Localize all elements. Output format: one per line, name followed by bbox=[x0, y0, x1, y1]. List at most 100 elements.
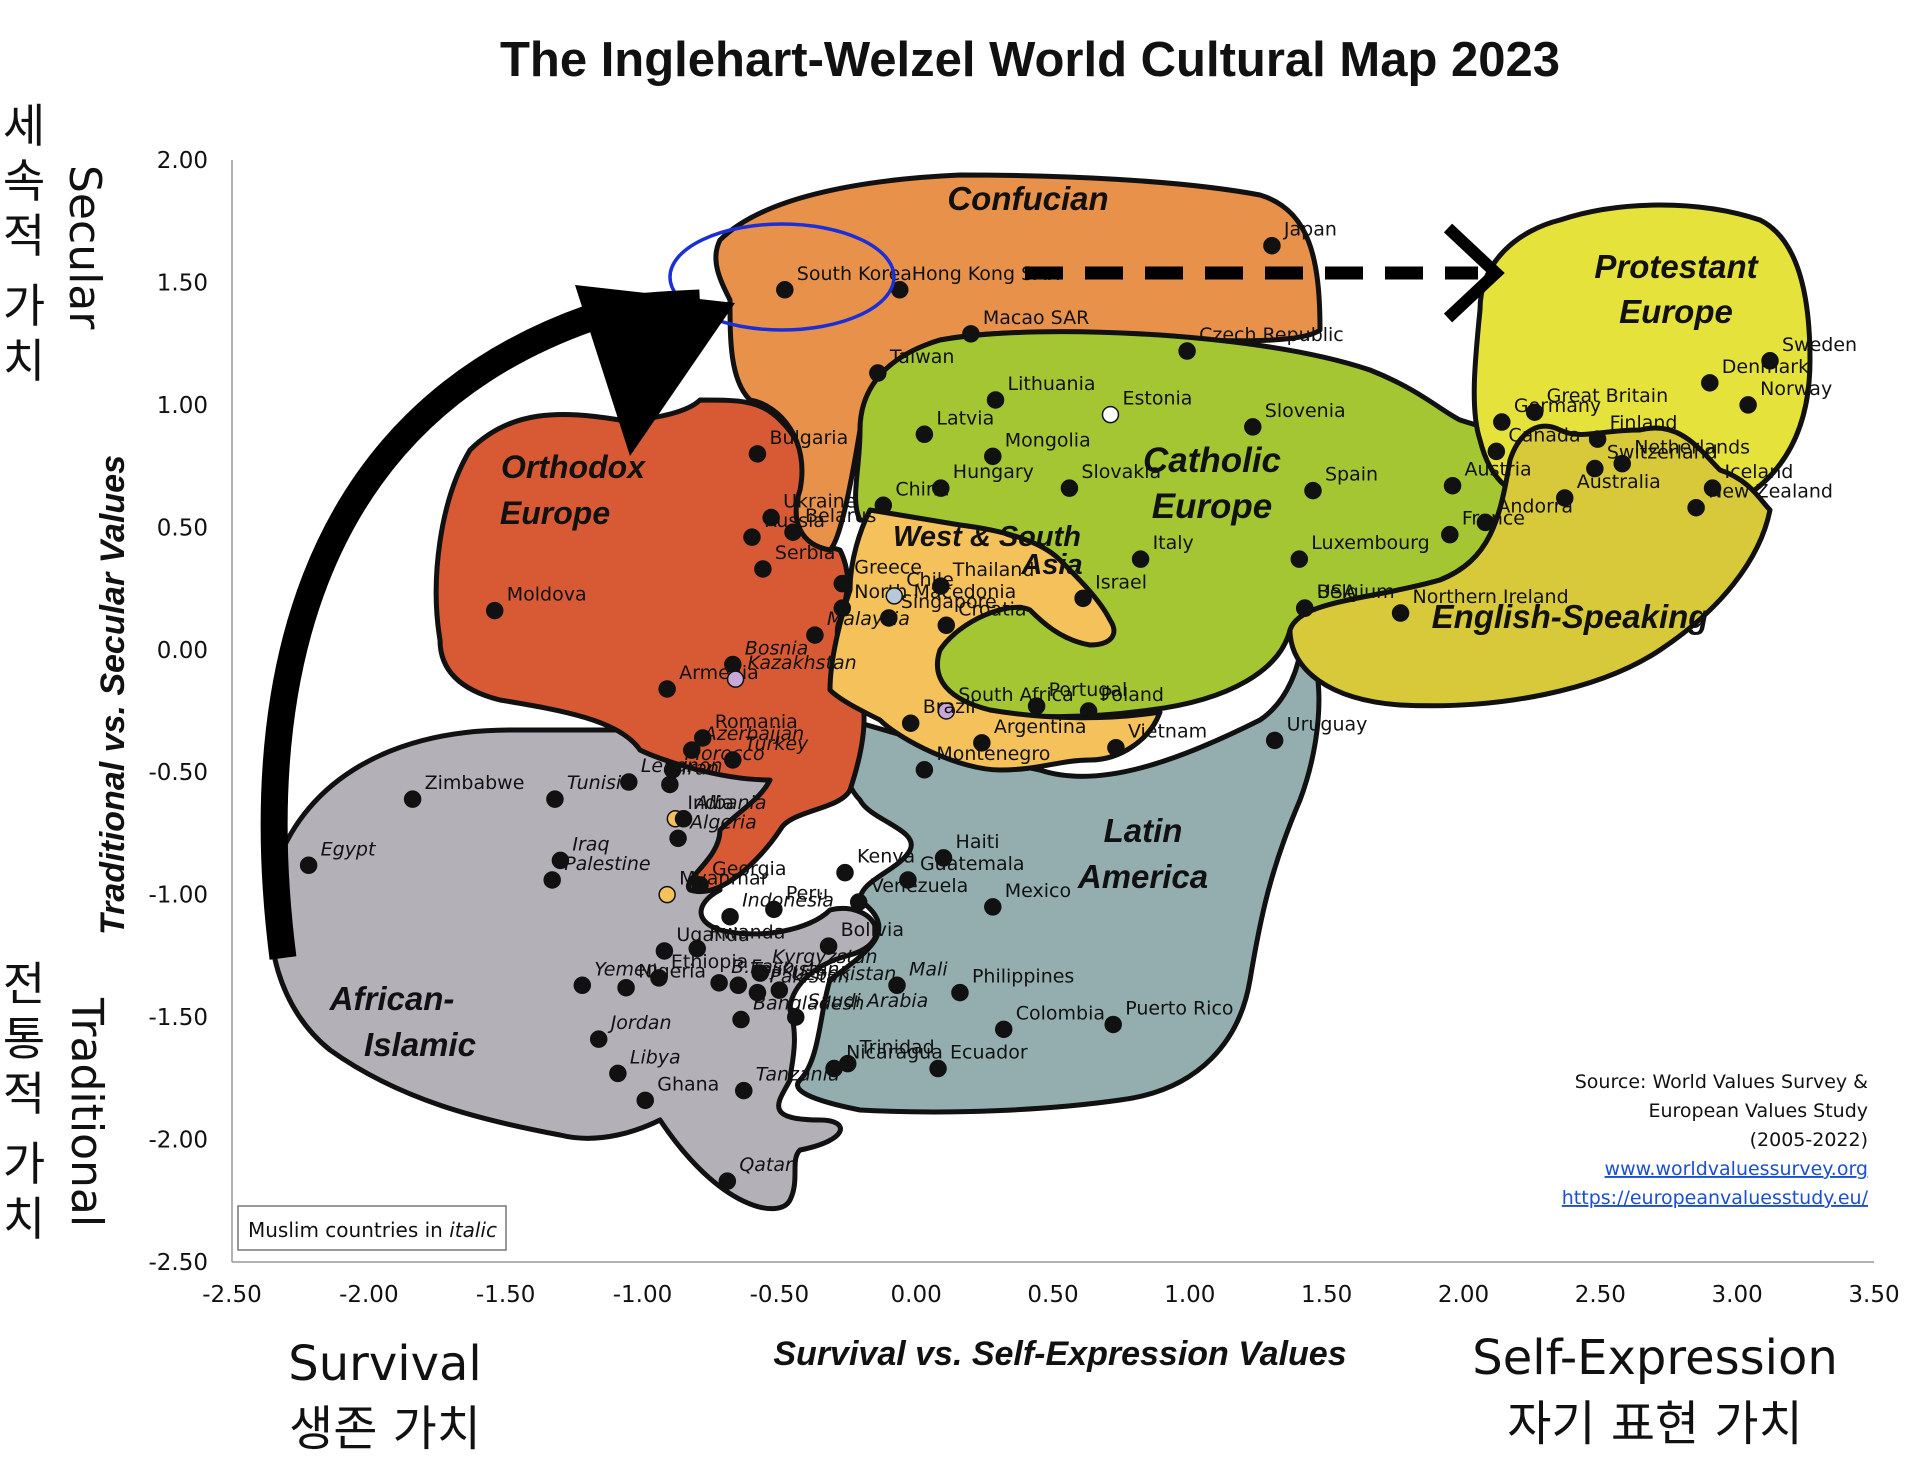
region-title-wsa-2: Asia bbox=[1020, 549, 1082, 581]
label-thailand: Thailand bbox=[952, 559, 1035, 581]
label-tajikistan: Tajikistan bbox=[750, 958, 839, 980]
label-kazakhstan: Kazakhstan bbox=[748, 652, 857, 674]
x-tick-label: -2.00 bbox=[339, 1282, 399, 1308]
evs-link[interactable]: https://europeanvaluesstudy.eu/ bbox=[1562, 1187, 1869, 1209]
x-tick-label: 0.50 bbox=[1027, 1282, 1078, 1308]
self-expression-label: Self-Expression bbox=[1472, 1330, 1837, 1386]
point-b-faso bbox=[710, 974, 728, 992]
point-pakistan bbox=[748, 983, 767, 1002]
label-indonesia: Indonesia bbox=[742, 890, 834, 912]
point-colombia bbox=[994, 1020, 1013, 1039]
label-bosnia: Bosnia bbox=[745, 637, 809, 659]
traditional-label: Traditional bbox=[61, 997, 112, 1227]
point-iraq bbox=[551, 851, 570, 870]
traditional-ko-4: 가 bbox=[3, 1137, 45, 1191]
point-north-macedonia bbox=[833, 599, 852, 617]
label-zimbabwe: Zimbabwe bbox=[425, 772, 525, 794]
region-title-latin-2: America bbox=[1077, 858, 1208, 895]
label-haiti: Haiti bbox=[956, 831, 1000, 853]
label-iceland: Iceland bbox=[1725, 461, 1794, 483]
point-sweden bbox=[1761, 352, 1779, 370]
point-finland bbox=[1588, 430, 1607, 448]
point-germany bbox=[1493, 413, 1511, 431]
y-tick-label: 0.50 bbox=[157, 515, 208, 541]
point-greece bbox=[833, 574, 852, 593]
label-malaysia: Malaysia bbox=[827, 608, 910, 630]
secular-ko-3: 적 bbox=[3, 209, 45, 263]
point-nicaragua bbox=[825, 1059, 843, 1078]
y-tick-label: -1.50 bbox=[148, 1005, 208, 1031]
region-title-african: African- bbox=[329, 980, 455, 1017]
label-portugal: Portugal bbox=[1049, 679, 1128, 701]
point-guatemala bbox=[899, 871, 917, 889]
point-norway bbox=[1739, 396, 1757, 414]
point-georgia bbox=[691, 876, 709, 894]
point-vietnam bbox=[1107, 738, 1125, 757]
label-hungary: Hungary bbox=[953, 461, 1034, 483]
y-tick-label: -2.00 bbox=[148, 1128, 208, 1154]
region-title-wsa: West & South bbox=[893, 521, 1081, 553]
point-ukraine bbox=[762, 508, 780, 527]
x-tick-label: -2.50 bbox=[202, 1282, 262, 1308]
source-line-1: Source: World Values Survey & bbox=[1575, 1071, 1868, 1093]
point-jordan bbox=[589, 1030, 608, 1048]
x-axis-title: Survival vs. Self-Expression Values bbox=[773, 1335, 1346, 1373]
label-andorra: Andorra bbox=[1497, 495, 1573, 517]
point-venezuela bbox=[849, 893, 868, 911]
y-tick-label: -0.50 bbox=[148, 760, 208, 786]
point-saudi-arabia bbox=[787, 1008, 805, 1026]
point-andorra bbox=[1476, 513, 1495, 532]
point-france bbox=[1441, 525, 1459, 544]
x-tick-label: 2.50 bbox=[1575, 1282, 1626, 1308]
label-ukraine: Ukraine bbox=[783, 491, 856, 513]
point-ecuador bbox=[929, 1059, 947, 1078]
label-kyrgyzstan: Kyrgyzstan bbox=[772, 946, 877, 968]
label-iran: Iran bbox=[682, 757, 719, 779]
point-canada bbox=[1487, 442, 1506, 461]
label-latvia: Latvia bbox=[936, 407, 994, 429]
label-poland: Poland bbox=[1101, 684, 1164, 706]
label-myanmar: Myanmar bbox=[679, 868, 768, 890]
source-line-3: (2005-2022) bbox=[1750, 1129, 1868, 1151]
label-ethiopia: Ethiopia bbox=[671, 951, 748, 973]
label-iraq: Iraq bbox=[572, 833, 609, 855]
point-haiti bbox=[934, 849, 953, 867]
point-austria bbox=[1443, 476, 1462, 495]
secular-ko-4: 가 bbox=[3, 279, 45, 333]
point-kazakhstan bbox=[726, 670, 745, 688]
label-georgia: Georgia bbox=[712, 858, 787, 880]
label-peru: Peru bbox=[786, 882, 828, 904]
point-zimbabwe bbox=[403, 790, 422, 808]
label-austria: Austria bbox=[1465, 459, 1532, 481]
point-japan bbox=[1263, 236, 1281, 255]
dashed-arrow-head bbox=[1443, 223, 1505, 323]
label-venezuela: Venezuela bbox=[871, 875, 969, 897]
point-belarus bbox=[784, 523, 802, 541]
traditional-ko-2: 통 bbox=[3, 1012, 45, 1066]
point-tunisia bbox=[546, 790, 564, 808]
region-title-catholic-2: Europe bbox=[1152, 487, 1273, 526]
point-switzerland bbox=[1586, 459, 1604, 478]
point-denmark bbox=[1701, 374, 1719, 392]
label-ecuador: Ecuador bbox=[950, 1042, 1028, 1064]
traditional-ko-1: 전 bbox=[3, 957, 45, 1011]
label-great-britain: Great Britain bbox=[1547, 385, 1668, 407]
x-tick-label: 1.50 bbox=[1301, 1282, 1352, 1308]
label-argentina: Argentina bbox=[994, 716, 1087, 738]
label-puerto-rico: Puerto Rico bbox=[1125, 997, 1233, 1019]
point-lithuania bbox=[986, 391, 1005, 409]
point-south-korea bbox=[776, 281, 794, 299]
point-usa bbox=[1296, 599, 1314, 617]
label-czech-republic: Czech Republic bbox=[1199, 324, 1344, 346]
point-czech-republic bbox=[1178, 342, 1196, 360]
point-croatia bbox=[937, 616, 956, 635]
label-italy: Italy bbox=[1153, 532, 1194, 554]
label-slovakia: Slovakia bbox=[1081, 461, 1161, 483]
point-italy bbox=[1131, 550, 1150, 568]
point-ghana bbox=[636, 1091, 654, 1110]
wvs-link[interactable]: www.worldvaluessurvey.org bbox=[1605, 1158, 1868, 1180]
label-sweden: Sweden bbox=[1782, 334, 1857, 356]
point-luxembourg bbox=[1290, 550, 1309, 568]
